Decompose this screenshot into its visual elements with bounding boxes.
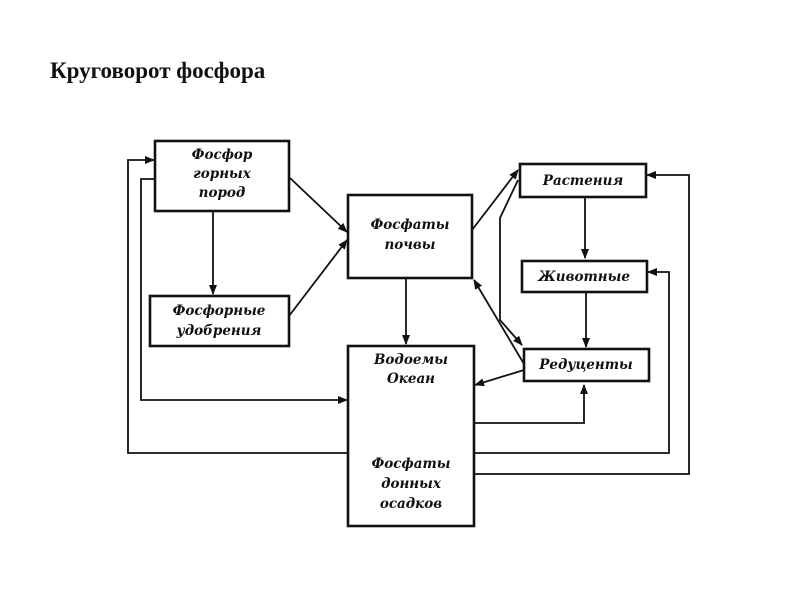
edge-decomposers-water [474,369,525,387]
edge-water-animals [474,268,670,454]
node-rock: Фосфор горных пород [153,139,291,213]
node-decomposers-label: Редуценты [538,357,633,373]
node-water-line-1: Водоемы [373,352,448,368]
node-fertilizer-line-2: удобрения [176,323,262,339]
edge-water-plants [474,171,690,475]
node-plants: Растения [518,162,648,199]
node-soil: Фосфаты почвы [346,193,474,280]
edge-rock-soil [289,177,348,233]
edge-water-rock [127,156,347,454]
node-water-sediment: Водоемы Океан Фосфаты донных осадков [346,344,476,528]
node-sediment-line-3: осадков [380,496,442,512]
node-plants-label: Растения [542,173,623,189]
node-fertilizer-line-1: Фосфорные [173,303,266,319]
edge-rock-water [140,178,348,404]
node-water-line-2: Океан [387,371,435,387]
edge-soil-plants [471,169,519,231]
node-soil-line-1: Фосфаты [371,217,450,233]
node-rock-line-2: горных [193,166,252,182]
connectors [127,156,690,475]
node-sediment-line-2: донных [381,476,442,492]
edge-decomposers-soil [473,279,525,365]
edge-water-decomposers [474,384,588,424]
edge-fertilizer-soil [288,239,348,317]
edge-plants-decomposers [499,179,523,346]
node-soil-line-2: почвы [384,237,435,253]
node-animals-label: Животные [537,269,630,285]
node-fertilizer: Фосфорные удобрения [148,294,291,348]
node-sediment-line-1: Фосфаты [372,456,451,472]
node-animals: Животные [520,259,649,294]
node-rock-line-3: пород [199,185,246,201]
node-decomposers: Редуценты [522,347,651,383]
node-rock-line-1: Фосфор [192,147,253,163]
diagram-title: Круговорот фосфора [50,58,266,83]
